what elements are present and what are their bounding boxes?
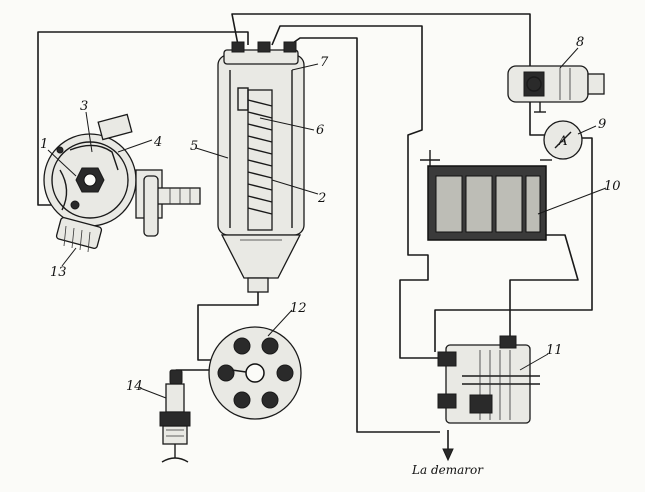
condenser: [55, 216, 103, 250]
coil-terminal-right: [283, 41, 297, 53]
wire-ht-to-cap: [197, 292, 259, 361]
starter-arrow: [442, 448, 454, 462]
wire-coil-to-switch: [231, 13, 531, 68]
label-7: 7: [320, 55, 329, 70]
ammeter-symbol: A: [557, 134, 567, 149]
starter-caption: La demaror: [411, 463, 484, 477]
label-14: 14: [126, 379, 143, 394]
wire-breaker-to-coil: [37, 31, 249, 206]
switch-body: [507, 65, 589, 103]
label-6: 6: [316, 123, 324, 138]
distributor-cap: [208, 326, 302, 420]
breaker-assembly: [43, 113, 201, 253]
ignition-switch: [507, 65, 605, 113]
wire-coil-to-battery: [271, 25, 440, 359]
ammeter: A: [543, 120, 583, 160]
wire-battery-to-regulator: [509, 234, 579, 338]
breaker-arm: [69, 144, 119, 171]
label-8: 8: [576, 35, 584, 50]
cap-center-terminal: [245, 363, 265, 383]
wire-coil-to-starter: [289, 37, 440, 433]
label-11: 11: [546, 343, 563, 358]
wire-ammeter-to-regulator: [434, 137, 593, 352]
coil-terminal-left: [231, 41, 245, 53]
wire-switch-to-ammeter: [529, 100, 545, 136]
label-13: 13: [50, 265, 67, 280]
voltage-regulator: [437, 335, 540, 424]
label-5: 5: [190, 139, 198, 154]
breaker-contact: [97, 113, 133, 141]
label-12: 12: [290, 301, 307, 316]
label-3: 3: [80, 99, 88, 114]
battery: [420, 150, 552, 241]
ignition-coil: [217, 41, 305, 293]
label-10: 10: [604, 179, 621, 194]
label-4: 4: [153, 135, 162, 150]
coil-base: [220, 234, 302, 279]
leader-lines: [47, 47, 607, 399]
label-2: 2: [317, 191, 326, 206]
label-1: 1: [40, 137, 48, 152]
coil-terminal-mid: [257, 41, 271, 53]
spark-plug: [159, 369, 191, 463]
component-labels: 1 2 3 4 5 6 7 8 9 10 11 12 13 14: [40, 35, 621, 394]
label-9: 9: [598, 117, 606, 132]
